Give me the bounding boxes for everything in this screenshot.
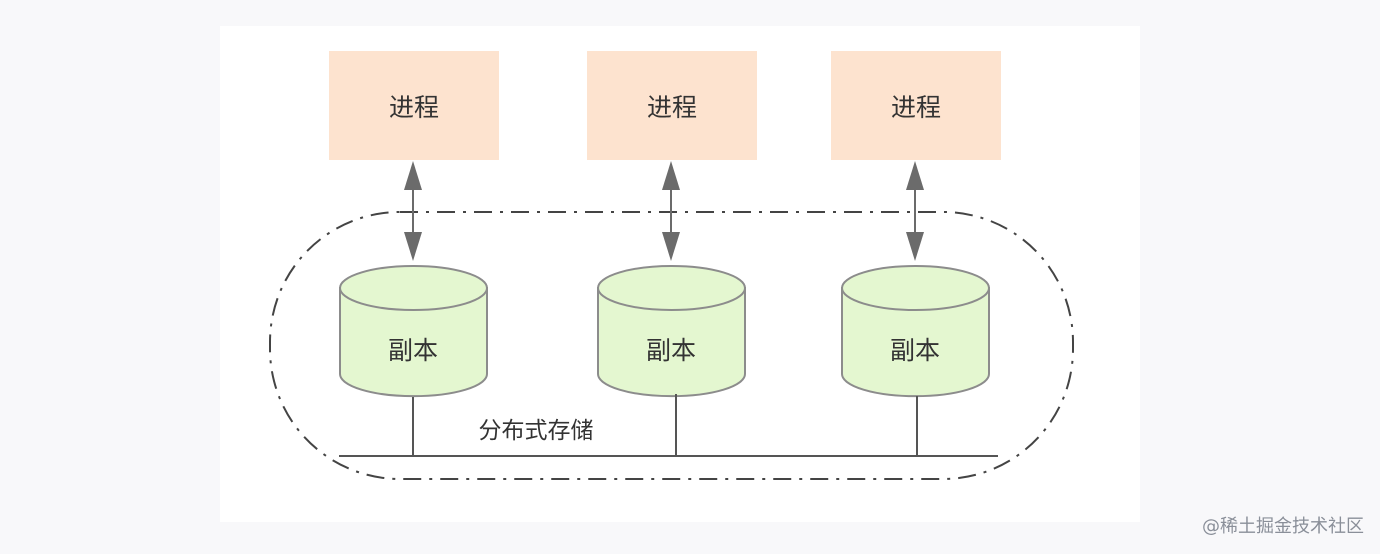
replica-label-1: 副本 — [388, 336, 438, 365]
arrow-3 — [906, 161, 924, 261]
process-box-3: 进程 — [831, 51, 1001, 160]
replica-cylinder-3 — [841, 265, 990, 398]
process-label-1: 进程 — [388, 92, 439, 122]
watermark: @稀土掘金技术社区 — [1202, 516, 1364, 537]
replica-cylinder-2 — [597, 265, 746, 398]
replica-cylinder-1 — [339, 265, 488, 398]
process-box-1: 进程 — [329, 51, 499, 160]
process-label-2: 进程 — [646, 92, 697, 122]
process-label-3: 进程 — [890, 92, 941, 122]
arrow-1 — [404, 161, 422, 261]
replica-label-3: 副本 — [890, 336, 940, 365]
storage-label: 分布式存储 — [479, 418, 594, 444]
replica-label-2: 副本 — [646, 336, 696, 365]
process-box-2: 进程 — [587, 51, 757, 160]
arrow-2 — [662, 161, 680, 261]
